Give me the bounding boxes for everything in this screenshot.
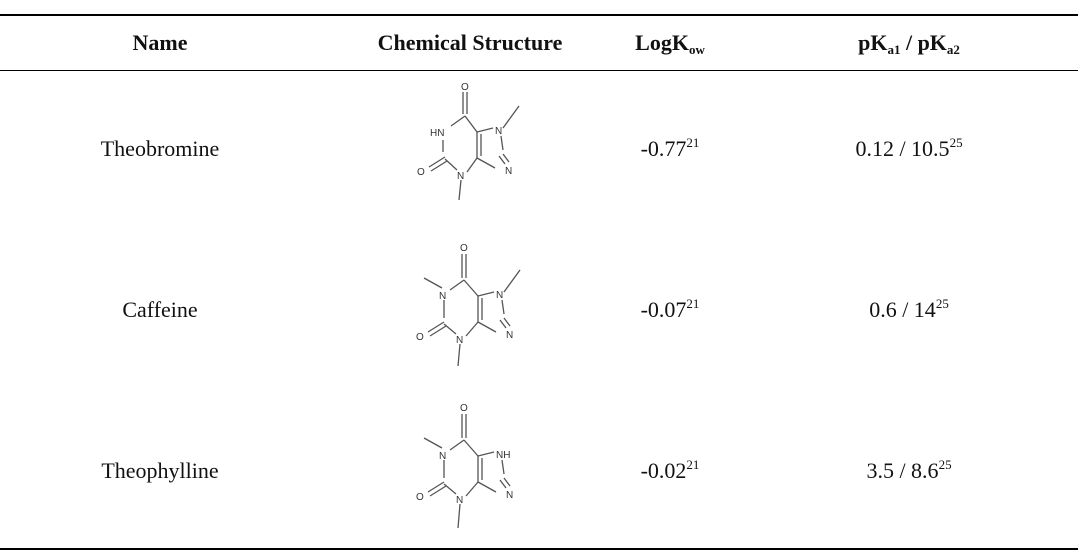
compound-name: Caffeine [122, 297, 198, 322]
atom-n3: N [456, 495, 463, 506]
header-structure: Chemical Structure [377, 30, 563, 55]
logkow-value: -0.0221 [600, 458, 740, 484]
table-bottom-rule [0, 548, 1078, 550]
header-logkow: LogKow [600, 16, 740, 70]
atom-n7: N [495, 126, 502, 137]
atom-o-top: O [461, 82, 469, 93]
table-row: Theobromine O HN O N N N -0.7721 0.12 / … [0, 72, 1078, 230]
atom-o-top: O [460, 243, 468, 254]
logk-number: -0.77 [640, 136, 687, 161]
atom-o-top: O [460, 403, 468, 414]
caffeine-structure: O N O N N N [416, 243, 521, 367]
pka-value: 0.6 / 1425 [740, 297, 1078, 323]
pka-ref: 25 [938, 457, 952, 472]
pka-ref: 25 [935, 296, 949, 311]
atom-n7: N [496, 290, 503, 301]
atom-n7: NH [496, 450, 510, 461]
header-name: Name [132, 30, 188, 55]
pka-number: 3.5 / 8.6 [866, 458, 939, 483]
pka-number: 0.12 / 10.5 [855, 136, 950, 161]
pka-number: 0.6 / 14 [869, 297, 936, 322]
logkow-value: -0.0721 [600, 297, 740, 323]
atom-n9: N [505, 166, 512, 177]
logk-number: -0.07 [640, 297, 687, 322]
atom-n1: N [439, 291, 446, 302]
pka-ref: 25 [949, 135, 963, 150]
header-logk-base: LogK [635, 30, 689, 55]
pka-value: 3.5 / 8.625 [740, 458, 1078, 484]
theophylline-structure: O N O N NH N [416, 403, 513, 529]
header-pka: pKa1 / pKa2 [740, 16, 1078, 70]
logk-ref: 21 [686, 135, 700, 150]
atom-n9: N [506, 330, 513, 341]
logk-ref: 21 [686, 296, 700, 311]
atom-o-left: O [417, 167, 425, 178]
header-logk-sub: ow [688, 42, 705, 57]
atom-o-left: O [416, 332, 424, 343]
atom-n3: N [456, 335, 463, 346]
header-pka1-base: pK [858, 30, 888, 55]
table-row: Theophylline O N O N NH N -0.0221 3.5 / … [0, 390, 1078, 548]
atom-n1: N [439, 451, 446, 462]
atom-n3: N [457, 171, 464, 182]
logk-number: -0.02 [640, 458, 687, 483]
header-rule [0, 70, 1078, 71]
theobromine-structure: O HN O N N N [417, 82, 520, 201]
table-row: Caffeine O N O N N N -0.0721 0.6 / 1425 [0, 232, 1078, 390]
header-pka1-sub: a1 [887, 42, 901, 57]
header-pka2-sub: a2 [946, 42, 960, 57]
table-header: Name Chemical Structure LogKow pKa1 / pK… [0, 16, 1078, 70]
compound-name: Theophylline [101, 458, 219, 483]
compound-name: Theobromine [100, 136, 220, 161]
logk-ref: 21 [686, 457, 700, 472]
atom-n1: HN [430, 128, 444, 139]
atom-o-left: O [416, 492, 424, 503]
header-pka2-base: pK [917, 30, 947, 55]
table-top-rule [0, 14, 1078, 16]
atom-n9: N [506, 490, 513, 501]
logkow-value: -0.7721 [600, 136, 740, 162]
header-pka-sep: / [900, 30, 918, 55]
pka-value: 0.12 / 10.525 [740, 136, 1078, 162]
